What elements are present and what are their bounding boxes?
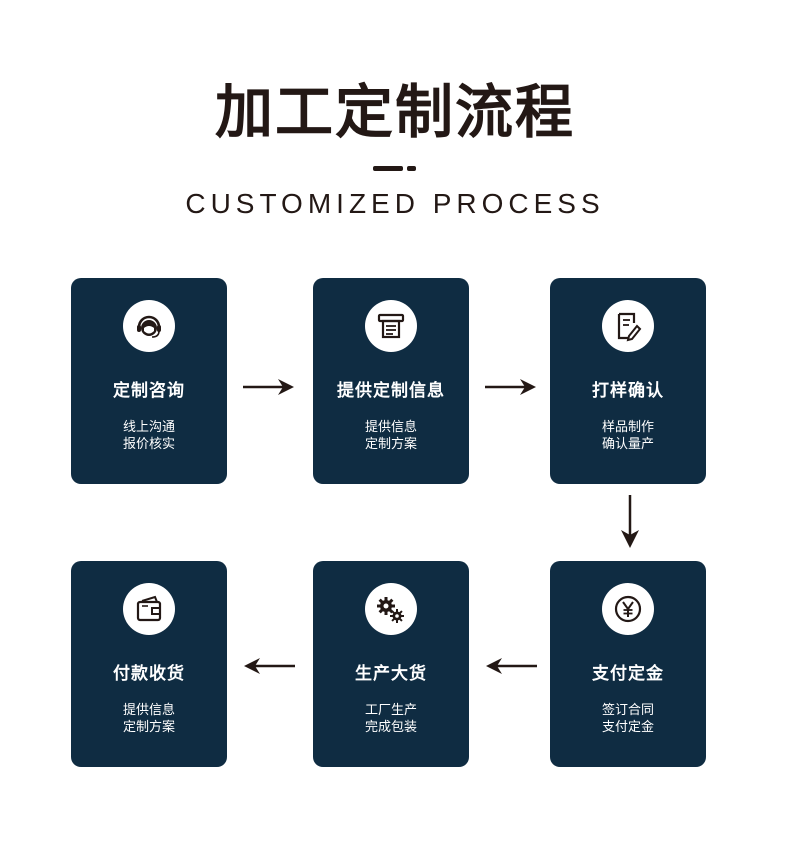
arrow-right-icon bbox=[485, 379, 536, 395]
step-description: 签订合同 支付定金 bbox=[550, 702, 706, 736]
arrow-left-icon bbox=[244, 658, 295, 674]
step-desc-line: 提供信息 bbox=[122, 703, 175, 718]
step-card-sample-confirm: 打样确认 样品制作 确认量产 bbox=[550, 278, 706, 484]
gears-icon bbox=[365, 583, 417, 635]
arrow-left-icon bbox=[486, 658, 537, 674]
step-desc-line: 样品制作 bbox=[601, 420, 654, 435]
step-desc-line: 定制方案 bbox=[364, 437, 417, 452]
step-desc-line: 线上沟通 bbox=[122, 420, 175, 435]
customer-service-icon bbox=[123, 300, 175, 352]
step-title: 付款收货 bbox=[113, 664, 185, 684]
step-card-mass-production: 生产大货 工厂生产 完成包装 bbox=[313, 561, 469, 767]
step-title: 支付定金 bbox=[592, 664, 664, 684]
step-desc-line: 定制方案 bbox=[122, 720, 175, 735]
divider-bar-long bbox=[373, 166, 403, 171]
step-desc-line: 支付定金 bbox=[601, 720, 654, 735]
step-desc-line: 确认量产 bbox=[601, 437, 654, 452]
wallet-icon bbox=[123, 583, 175, 635]
document-edit-icon bbox=[602, 300, 654, 352]
step-description: 样品制作 确认量产 bbox=[550, 419, 706, 453]
step-card-payment-delivery: 付款收货 提供信息 定制方案 bbox=[71, 561, 227, 767]
divider-bar-short bbox=[407, 166, 416, 171]
step-desc-line: 签订合同 bbox=[601, 703, 654, 718]
step-description: 提供信息 定制方案 bbox=[313, 419, 469, 453]
step-desc-line: 报价核实 bbox=[122, 437, 175, 452]
step-title: 提供定制信息 bbox=[337, 381, 445, 401]
step-description: 提供信息 定制方案 bbox=[71, 702, 227, 736]
step-title: 生产大货 bbox=[355, 664, 427, 684]
step-desc-line: 提供信息 bbox=[364, 420, 417, 435]
step-description: 线上沟通 报价核实 bbox=[71, 419, 227, 453]
step-title: 打样确认 bbox=[592, 381, 664, 401]
step-card-consult: 定制咨询 线上沟通 报价核实 bbox=[71, 278, 227, 484]
page-subtitle: CUSTOMIZED PROCESS bbox=[185, 188, 605, 219]
step-desc-line: 工厂生产 bbox=[364, 703, 417, 718]
yen-coin-icon bbox=[602, 583, 654, 635]
arrow-right-icon bbox=[243, 379, 294, 395]
step-desc-line: 完成包装 bbox=[364, 720, 417, 735]
page-title: 加工定制流程 bbox=[214, 78, 575, 146]
arrow-down-icon bbox=[621, 495, 639, 548]
step-card-provide-info: 提供定制信息 提供信息 定制方案 bbox=[313, 278, 469, 484]
step-description: 工厂生产 完成包装 bbox=[313, 702, 469, 736]
step-title: 定制咨询 bbox=[113, 381, 185, 401]
printer-icon bbox=[365, 300, 417, 352]
step-card-deposit: 支付定金 签订合同 支付定金 bbox=[550, 561, 706, 767]
